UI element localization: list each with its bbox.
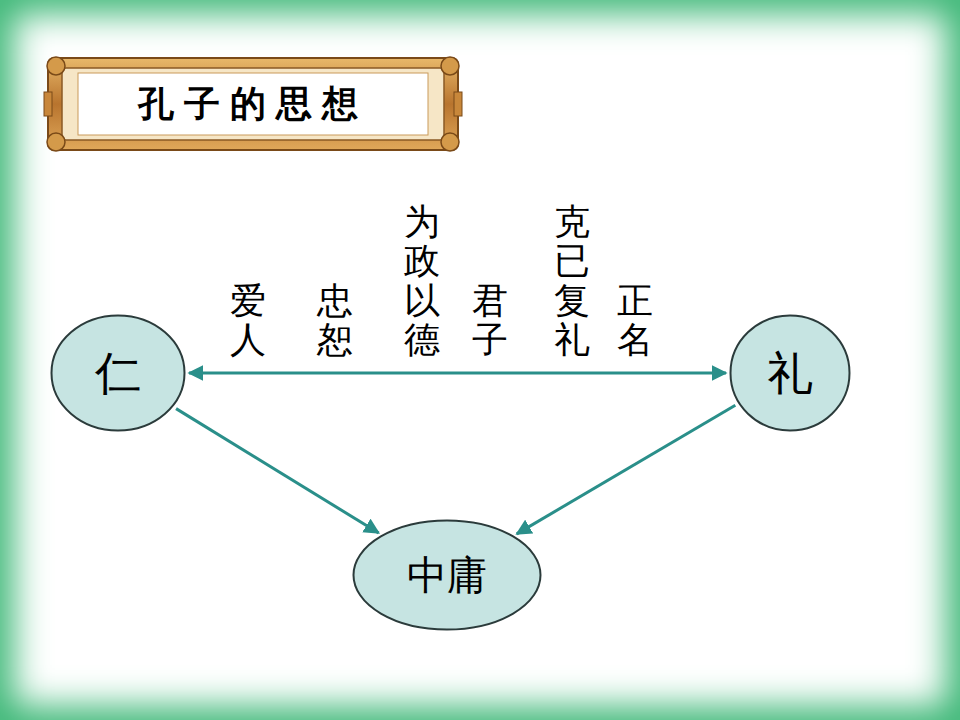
ellipse-shape <box>52 316 185 431</box>
node-text: 仁 <box>95 348 141 399</box>
frame-panel <box>78 73 428 135</box>
connector-arrow <box>189 372 726 375</box>
ellipse-shape <box>731 316 850 431</box>
concept-label: 克已复礼 <box>554 202 590 360</box>
slide-title: 孔子的思想 <box>138 80 368 129</box>
frame-knob <box>44 92 52 116</box>
ellipse-shape <box>354 521 541 630</box>
concept-ellipse: 中庸 <box>352 519 542 631</box>
scroll-frame <box>44 57 462 151</box>
concept-label: 正名 <box>617 281 653 360</box>
concept-label: 忠恕 <box>317 281 353 360</box>
connector-arrow <box>176 409 379 533</box>
frame-knob <box>454 92 462 116</box>
frame-scroll <box>47 133 65 151</box>
concept-label: 爱人 <box>230 281 266 360</box>
node-text: 礼 <box>767 348 813 399</box>
connector-arrow <box>517 405 736 534</box>
concept-label: 君子 <box>472 281 508 360</box>
concept-ellipse: 礼 <box>729 314 851 432</box>
node-text: 中庸 <box>407 553 487 597</box>
frame-scroll <box>441 57 459 75</box>
frame-inner <box>62 68 444 140</box>
concept-ellipse: 仁 <box>50 314 186 432</box>
frame-scroll <box>441 133 459 151</box>
frame-scroll <box>47 57 65 75</box>
frame-outer <box>48 58 458 150</box>
concept-label: 为政以德 <box>404 202 440 360</box>
